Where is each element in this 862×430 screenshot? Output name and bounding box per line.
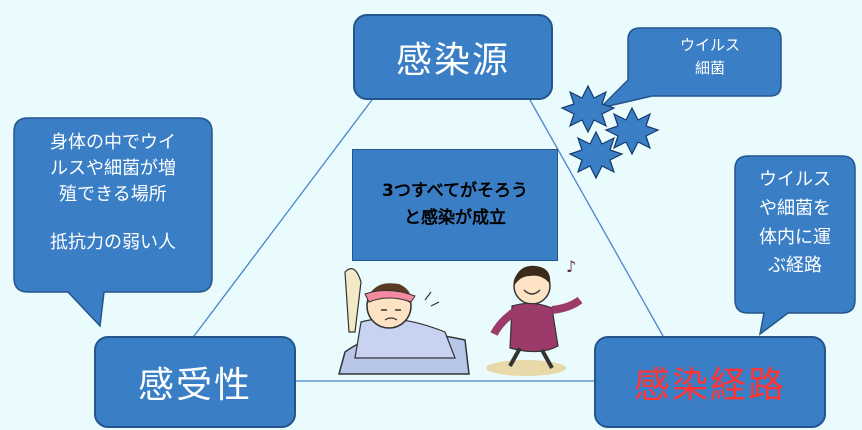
center-message-line1: 3つすべてがそろう: [382, 180, 528, 201]
center-message-box: 3つすべてがそろう と感染が成立: [352, 149, 558, 261]
node-infection-route: 感染経路: [594, 336, 826, 428]
node-susceptibility: 感受性: [94, 336, 296, 428]
susceptibility-callout-text: 身体の中でウイ ルスや細菌が増 殖できる場所 抵抗力の弱い人: [50, 132, 176, 254]
node-infection-source-label: 感染源: [395, 40, 510, 81]
node-infection-source: 感染源: [353, 14, 553, 100]
dancing-woman-image: ♪: [486, 257, 583, 376]
node-susceptibility-label: 感受性: [137, 365, 252, 406]
center-message-line2: と感染が成立: [404, 208, 506, 228]
sick-person-image: [338, 268, 470, 375]
node-infection-route-label: 感染経路: [633, 365, 786, 406]
route-callout-text: ウイルス や細菌を 体内に運 ぶ経路: [759, 169, 831, 277]
svg-text:♪: ♪: [566, 257, 576, 276]
source-callout-text: ウイルス 細菌: [679, 36, 740, 77]
